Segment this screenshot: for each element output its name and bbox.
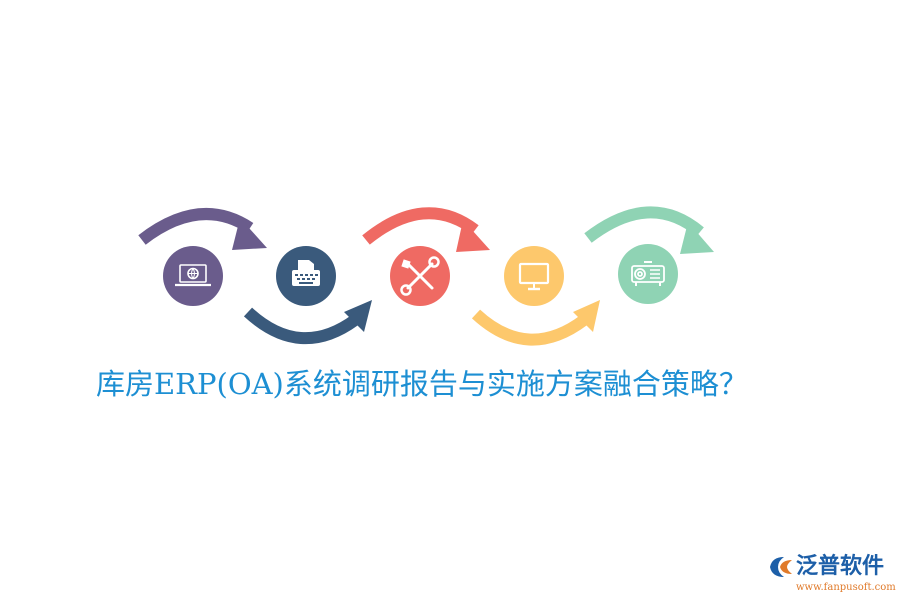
typewriter-icon: [292, 260, 320, 286]
arrow-3: [362, 207, 490, 252]
page-title: 库房ERP(OA)系统调研报告与实施方案融合策略？: [96, 367, 748, 401]
step-5: [618, 244, 678, 304]
monitor-icon: [518, 262, 550, 291]
projector-icon: [631, 261, 665, 286]
laptop-globe-icon: [175, 264, 211, 287]
brand-logo[interactable]: 泛普软件 www.fanpusoft.com: [766, 552, 896, 596]
fanpu-logo-mark-icon: [770, 557, 792, 577]
step-4: [504, 246, 564, 306]
step-2: [276, 246, 336, 306]
arrow-1: [138, 208, 267, 250]
step-1: [163, 246, 223, 306]
arrow-5: [584, 206, 714, 254]
logo-url: www.fanpusoft.com: [796, 582, 896, 593]
logo-name: 泛普软件: [796, 554, 885, 579]
arrow-2: [243, 300, 372, 345]
arrow-4: [471, 300, 600, 346]
step-3: [390, 246, 450, 306]
wrench-screwdriver-icon: [400, 256, 440, 296]
